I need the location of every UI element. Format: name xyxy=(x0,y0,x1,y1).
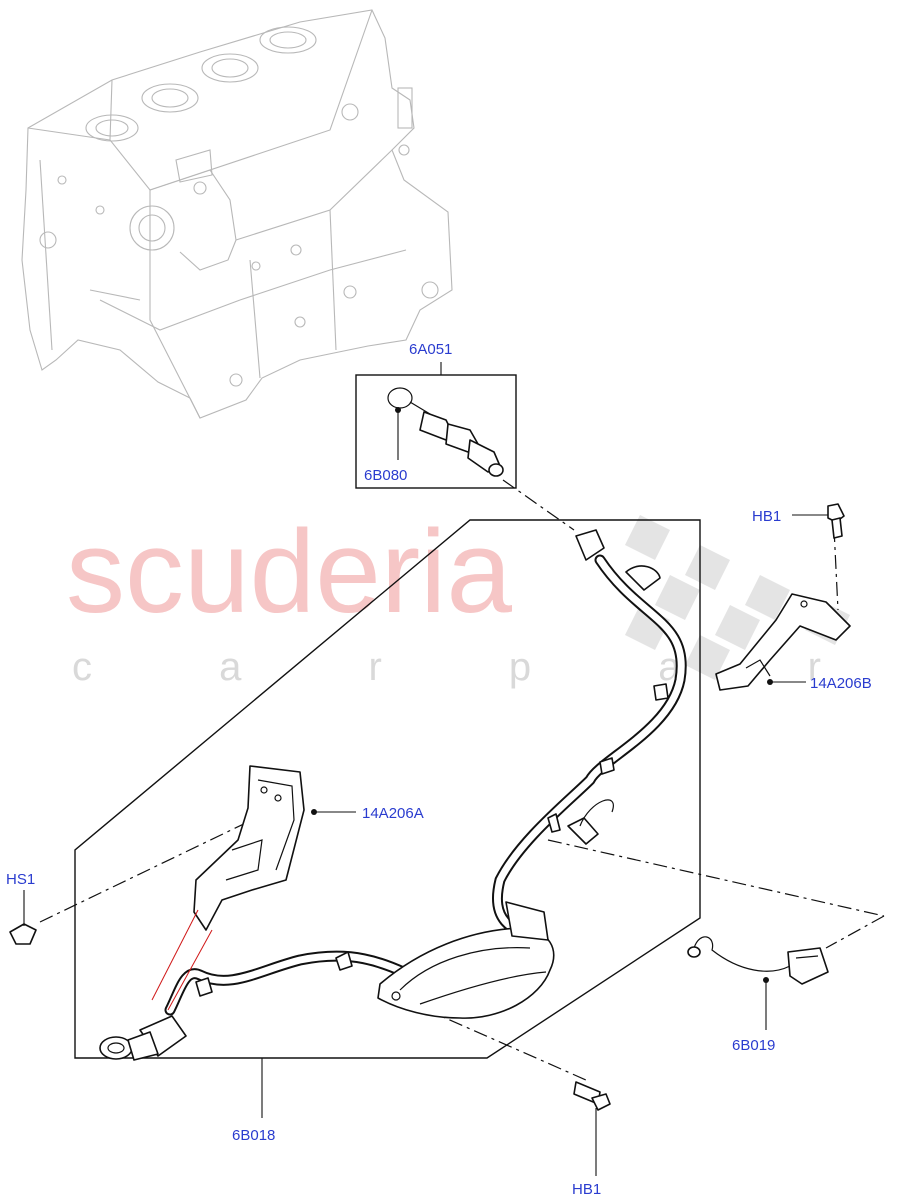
callout-HB1-bottom[interactable]: HB1 xyxy=(572,1181,601,1198)
callout-6B019[interactable]: 6B019 xyxy=(732,1037,775,1054)
callout-6B080[interactable]: 6B080 xyxy=(364,467,407,484)
watermark-brand: scuderia xyxy=(66,506,512,638)
checkered-flag-logo xyxy=(625,515,850,680)
screw-HS1: HS1 xyxy=(6,871,37,945)
engine-block-outline xyxy=(21,9,453,419)
wiring-harness xyxy=(99,529,687,1061)
callout-14A206B[interactable]: 14A206B xyxy=(810,675,872,692)
harness-kit-frame xyxy=(74,519,701,1059)
temperature-sensor xyxy=(409,401,504,477)
o-ring xyxy=(387,387,413,409)
bracket-14A206B: 14A206B xyxy=(715,593,872,692)
callout-HB1-top[interactable]: HB1 xyxy=(752,508,781,525)
sensor-kit-box xyxy=(355,374,517,489)
callout-14A206A[interactable]: 14A206A xyxy=(362,805,424,822)
sensor-6B019: 6B019 xyxy=(687,936,829,1054)
bolt-HB1-bottom: HB1 xyxy=(572,1081,611,1198)
bolt-HB1-top: HB1 xyxy=(752,503,845,539)
callout-6B018[interactable]: 6B018 xyxy=(232,1127,275,1144)
callout-6A051[interactable]: 6A051 xyxy=(409,341,452,358)
sensor-6A051-group: 6A051 6B080 xyxy=(355,341,517,489)
callout-HS1[interactable]: HS1 xyxy=(6,871,35,888)
bracket-14A206A: 14A206A xyxy=(151,765,424,1011)
watermark: scuderia c a r p a r t s xyxy=(66,506,900,689)
